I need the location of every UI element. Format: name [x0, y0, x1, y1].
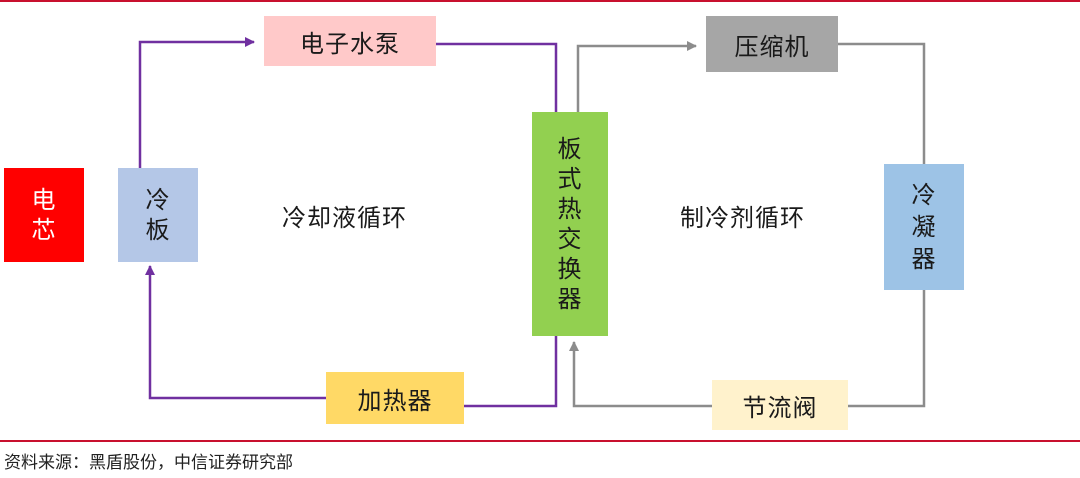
refrigerant-line-exchanger-to-compressor [576, 41, 697, 112]
battery-core-label: 电芯 [31, 186, 57, 244]
refrigerant-line-compressor-to-condenser [838, 42, 926, 164]
battery-core-box: 电芯 [4, 168, 84, 262]
water-pump-label: 电子水泵 [300, 29, 400, 58]
plate-heat-exchanger-box: 板式热交换器 [532, 112, 608, 336]
refrigerant-loop-label: 制冷剂循环 [680, 204, 805, 232]
top-rule [0, 0, 1080, 2]
throttle-valve-box: 节流阀 [712, 380, 848, 430]
condenser-box: 冷凝器 [884, 164, 964, 290]
loop-lines [138, 37, 926, 408]
water-pump-box: 电子水泵 [264, 16, 436, 66]
refrigerant-line-valve-to-exchanger [569, 341, 712, 408]
heater-box: 加热器 [326, 372, 464, 424]
coolant-line-exchanger-to-heater [464, 336, 558, 408]
cold-plate-box: 冷板 [118, 168, 198, 262]
heater-label: 加热器 [357, 386, 433, 415]
compressor-label: 压缩机 [734, 32, 810, 61]
bottom-rule [0, 440, 1080, 442]
source-note: 资料来源：黑盾股份，中信证券研究部 [4, 453, 293, 473]
throttle-valve-label: 节流阀 [742, 393, 818, 422]
compressor-box: 压缩机 [706, 16, 838, 72]
coolant-line-plate-to-pump [138, 37, 255, 168]
refrigerant-line-condenser-to-valve [848, 290, 926, 408]
coolant-line-heater-to-plate [145, 265, 326, 400]
condenser-label: 冷凝器 [911, 181, 937, 273]
cold-plate-label: 冷板 [145, 186, 171, 244]
plate-heat-exchanger-label: 板式热交换器 [557, 135, 583, 313]
coolant-loop-label: 冷却液循环 [282, 204, 407, 232]
coolant-line-pump-to-exchanger [436, 42, 558, 112]
